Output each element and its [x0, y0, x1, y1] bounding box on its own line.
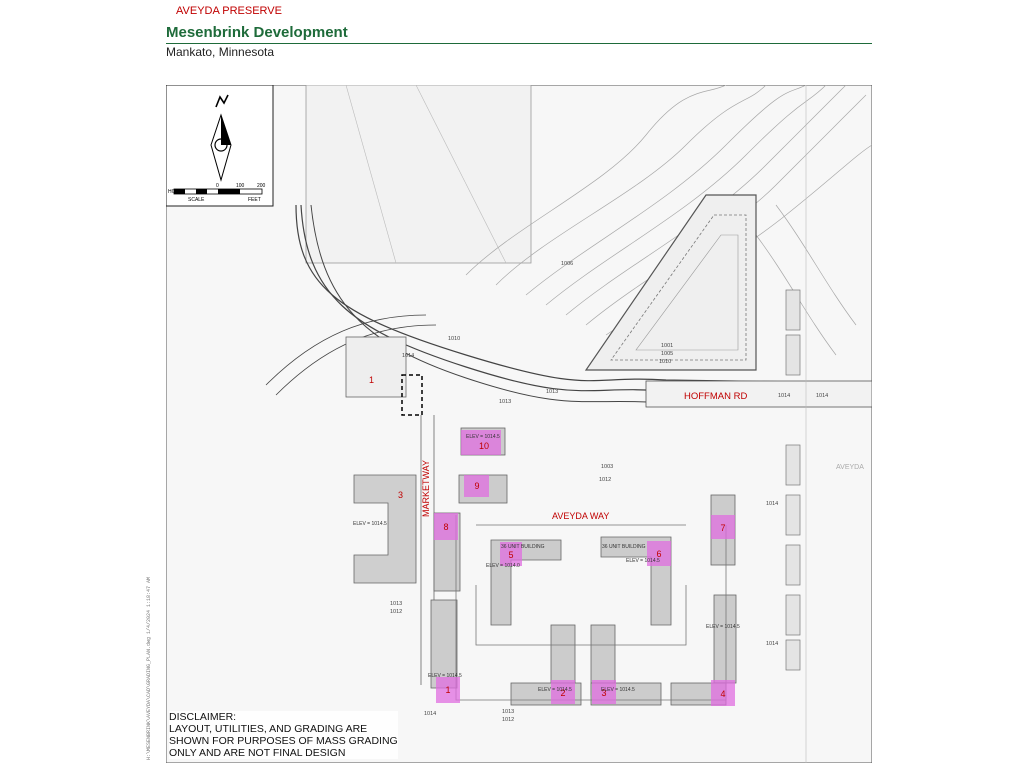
scale-mark: 200 [257, 183, 266, 189]
future-building [401, 374, 423, 416]
building-label-10: 10 [479, 441, 489, 451]
contour-label: 1006 [561, 261, 573, 267]
building-label-6: 6 [656, 549, 661, 559]
contour-label: 1012 [599, 477, 611, 483]
contour-label: 1012 [502, 717, 514, 723]
title-rule [166, 43, 872, 44]
internal-drive [455, 515, 727, 701]
lot-3-label: 3 [398, 490, 403, 500]
contour-label: 1014 [816, 393, 828, 399]
scale-unit: FEET [248, 197, 261, 203]
road-label-aveyda: AVEYDA [836, 464, 864, 471]
marker-9[interactable] [464, 475, 489, 497]
building-label-9: 9 [474, 481, 479, 491]
building-markers [434, 430, 735, 706]
disclaimer: DISCLAIMER: LAYOUT, UTILITIES, AND GRADI… [169, 711, 398, 759]
elevation-notes: ELEV = 1014.5 ELEV = 1014.0 ELEV = 1014.… [353, 434, 740, 693]
road-label-hoffman: HOFFMAN RD [684, 391, 747, 402]
building-label-5: 5 [508, 550, 513, 560]
north-letter-icon [215, 94, 229, 108]
elev-note: ELEV = 1014.5 [353, 521, 387, 527]
building-3 [353, 474, 417, 584]
site-plan-map[interactable]: HOFFMAN RD AVEYDA 1 3 MARKETWAY A [166, 85, 872, 763]
marker-10[interactable] [461, 430, 501, 455]
contour-label: 1014 [766, 501, 778, 507]
plot-stamp-strip: H:\MESENBRINK\AVEYDA\CAD\GRADING_PLAN.dw… [146, 530, 156, 760]
disclaimer-line: DISCLAIMER: [169, 711, 237, 723]
elev-note: ELEV = 1014.5 [466, 434, 500, 440]
disclaimer-line: ONLY AND ARE NOT FINAL DESIGN [169, 747, 346, 759]
elev-note: ELEV = 1014.5 [706, 624, 740, 630]
scale-horiz: HORIZ [168, 189, 184, 195]
existing-parcel [305, 85, 532, 264]
contour-label: 1014 [778, 393, 790, 399]
scale-word: SCALE [188, 197, 205, 203]
building-label-1: 1 [445, 685, 450, 695]
elev-note: ELEV = 1014.5 [626, 558, 660, 564]
contour-label: 1014 [402, 353, 414, 359]
contour-label: 1013 [499, 399, 511, 405]
pond-basin [584, 194, 757, 371]
elev-note: ELEV = 1014.0 [486, 563, 520, 569]
marker-5[interactable] [500, 542, 522, 566]
east-neighborhood [785, 289, 801, 671]
marker-8[interactable] [434, 513, 458, 540]
contour-label: 1013 [390, 601, 402, 607]
marker-6[interactable] [647, 541, 671, 566]
marker-7[interactable] [711, 515, 735, 539]
project-title: AVEYDA PRESERVE [176, 5, 282, 17]
lot-1-label: 1 [369, 375, 374, 385]
marker-3[interactable] [592, 680, 616, 704]
contour-labels: 1014 1010 1013 1013 1001 1005 1010 1006 … [390, 261, 828, 723]
elev-note: ELEV = 1014.5 [601, 687, 635, 693]
contour-label: 1001 [661, 343, 673, 349]
scale-mark: 100 [236, 183, 245, 189]
building-label-2: 2 [560, 688, 565, 698]
parcel-line [345, 85, 397, 264]
lot-1-parking [345, 336, 407, 398]
contour-label: 1014 [424, 711, 436, 717]
marker-4[interactable] [711, 680, 735, 706]
company-title: Mesenbrink Development [166, 24, 348, 41]
scale-bar [173, 188, 263, 195]
road-label-marketway: MARKETWAY [421, 460, 431, 517]
contour-label: 1013 [546, 389, 558, 395]
building-type: 36 UNIT BUILDING [602, 544, 646, 550]
disclaimer-line: LAYOUT, UTILITIES, AND GRADING ARE [169, 723, 368, 735]
elev-note: ELEV = 1014.5 [428, 673, 462, 679]
building-type: 36 UNIT BUILDING [501, 544, 545, 550]
road-label-aveyda-way: AVEYDA WAY [552, 511, 609, 521]
contour-label: 1003 [601, 464, 613, 470]
building-label-7: 7 [720, 523, 725, 533]
scale-mark: 0 [216, 183, 219, 189]
parcel-line [415, 85, 507, 264]
north-arrow-block: 0 100 200 HORIZ SCALE FEET [166, 85, 274, 207]
contour-label: 1005 [661, 351, 673, 357]
north-arrow-ring [214, 138, 228, 152]
contour-label: 1012 [390, 609, 402, 615]
building-numbers: 10 9 8 5 6 7 1 2 3 4 [443, 441, 725, 699]
pond-inner [610, 214, 747, 361]
marker-2[interactable] [551, 680, 575, 704]
building-label-8: 8 [443, 522, 448, 532]
contour-label: 1010 [659, 359, 671, 365]
pond-bottom [635, 234, 739, 351]
contour-label: 1013 [502, 709, 514, 715]
building-label-3: 3 [601, 688, 606, 698]
building-label-4: 4 [720, 689, 725, 699]
hoffman-rd-pavement [645, 380, 872, 408]
location-subtitle: Mankato, Minnesota [166, 45, 275, 59]
disclaimer-line: SHOWN FOR PURPOSES OF MASS GRADING [169, 735, 398, 747]
contour-label: 1014 [766, 641, 778, 647]
elev-note: ELEV = 1014.5 [538, 687, 572, 693]
plot-stamp: H:\MESENBRINK\AVEYDA\CAD\GRADING_PLAN.dw… [146, 576, 152, 760]
contour-label: 1010 [448, 336, 460, 342]
marker-1[interactable] [436, 677, 460, 703]
north-arrow-fill [221, 115, 231, 145]
